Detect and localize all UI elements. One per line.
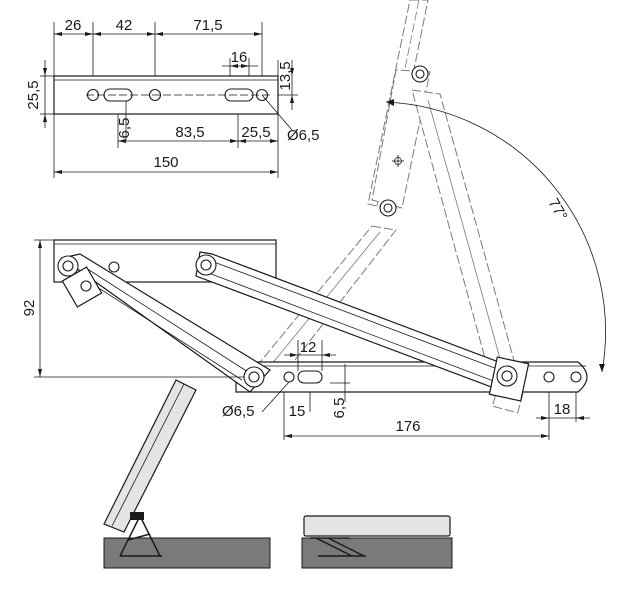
closed-dimensions: 92 12 Ø6,5 15 6,5 176 18: [21, 239, 590, 440]
lid-open: [103, 379, 197, 533]
illustration-open: [103, 379, 271, 569]
dim-83-5: 83,5: [175, 124, 204, 141]
ghost-arm-upper: [371, 69, 431, 209]
lid-closed: [303, 515, 451, 537]
dim-25-5-offset: 25,5: [241, 124, 270, 141]
dim-26: 26: [65, 17, 82, 34]
dim-16: 16: [231, 49, 248, 66]
stay-open-position: [251, 0, 527, 414]
dim-15: 15: [289, 403, 306, 420]
dim-92: 92: [21, 300, 38, 317]
short-arm: [60, 253, 271, 393]
dim-150: 150: [153, 154, 178, 171]
dim-13-5: 13,5: [277, 61, 294, 90]
stay-closed-position: [53, 239, 588, 402]
dim-12: 12: [300, 339, 317, 356]
dim-hole-diameter-top: Ø6,5: [287, 127, 320, 144]
illustration-closed: [301, 515, 453, 569]
dim-25-5-height: 25,5: [25, 80, 42, 109]
dim-42: 42: [116, 17, 133, 34]
dim-176: 176: [395, 418, 420, 435]
plate-detail: 26 42 71,5 16 25,5 13,5 6,5: [25, 17, 320, 178]
dim-hole-diameter-bottom: Ø6,5: [222, 403, 255, 420]
dim-18: 18: [554, 401, 571, 418]
dim-6-5-bottom: 6,5: [331, 398, 348, 419]
cabinet-base-open: [103, 537, 271, 569]
dim-71-5: 71,5: [193, 17, 222, 34]
dim-angle-77: 77°: [545, 196, 571, 224]
dim-6-5-slot: 6,5: [116, 118, 133, 139]
